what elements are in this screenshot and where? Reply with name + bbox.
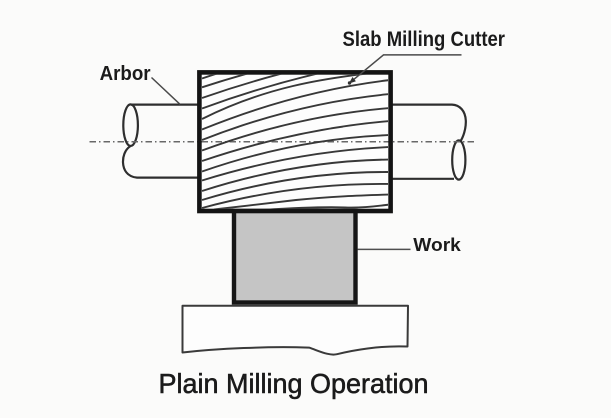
- svg-text:Plain Milling Operation: Plain Milling Operation: [159, 368, 429, 399]
- svg-text:Work: Work: [413, 234, 461, 255]
- svg-text:Slab Milling Cutter: Slab Milling Cutter: [343, 27, 506, 51]
- svg-text:Arbor: Arbor: [100, 63, 151, 85]
